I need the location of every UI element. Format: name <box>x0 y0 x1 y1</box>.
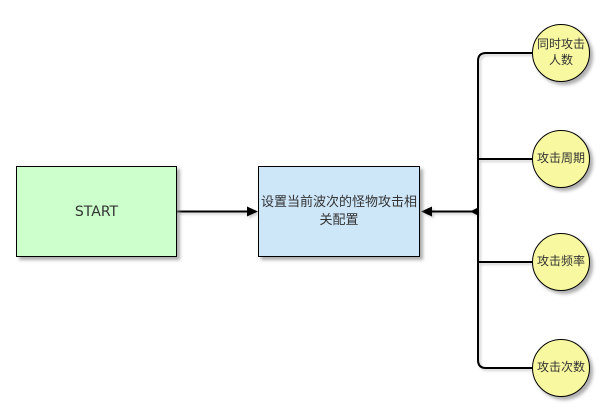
node-config-label: 设置当前波次的怪物攻击相 关配置 <box>261 194 418 228</box>
node-attr-label: 攻击频率 <box>536 254 585 269</box>
node-attr-attack-frequency[interactable]: 攻击频率 <box>532 233 590 291</box>
node-start[interactable]: START <box>16 166 177 257</box>
node-attr-label: 攻击次数 <box>536 360 585 375</box>
node-attr-simultaneous-attackers[interactable]: 同时攻击 人数 <box>532 24 590 82</box>
node-attr-label: 同时攻击 人数 <box>536 37 585 67</box>
node-attr-label: 攻击周期 <box>536 151 585 166</box>
node-start-label: START <box>74 203 119 220</box>
node-attr-attack-period[interactable]: 攻击周期 <box>532 130 590 188</box>
arrowhead-right-icon <box>247 206 258 217</box>
node-config[interactable]: 设置当前波次的怪物攻击相 关配置 <box>258 166 420 257</box>
connector-attributes-to-config <box>421 206 478 217</box>
connector-attributes-trunk <box>470 52 533 369</box>
connector-start-to-config <box>177 206 258 217</box>
arrowhead-left-icon <box>421 206 432 217</box>
node-attr-attack-count[interactable]: 攻击次数 <box>532 339 590 397</box>
